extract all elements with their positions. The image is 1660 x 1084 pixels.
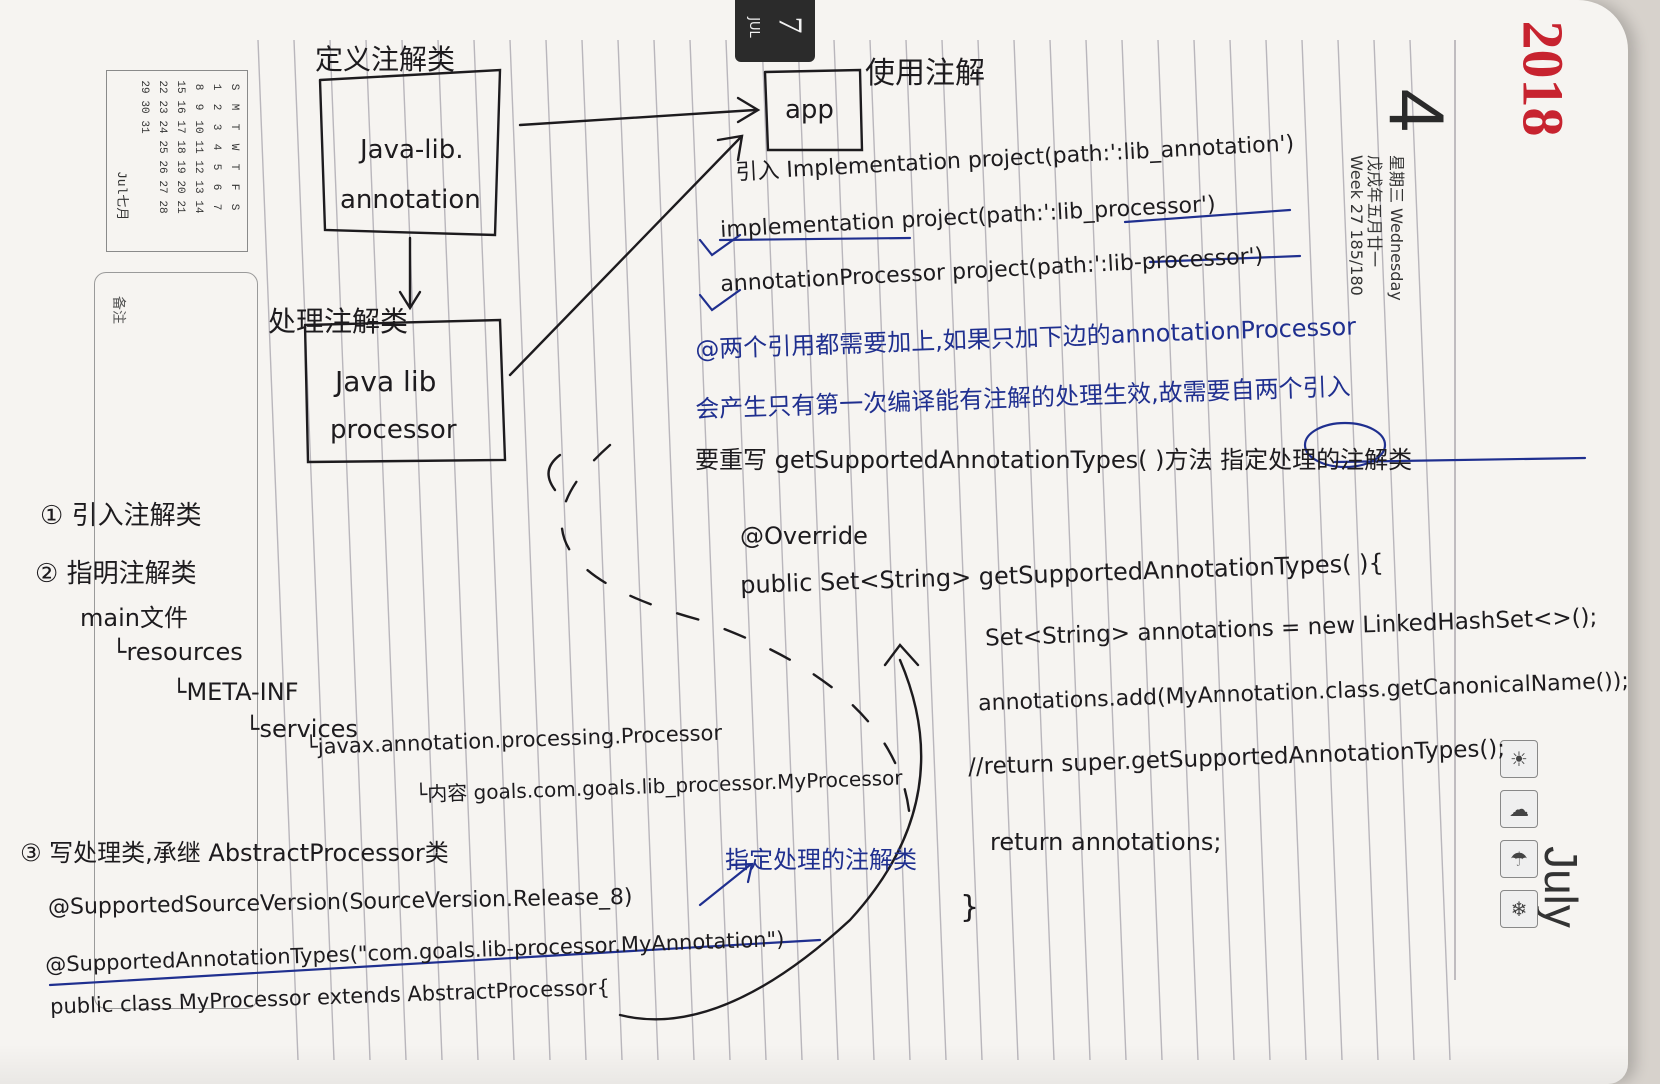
tree-meta-inf: └META-INF	[172, 678, 299, 706]
check-mark-2	[698, 288, 742, 312]
ruling-line	[545, 39, 587, 1061]
ruling-line	[905, 39, 947, 1061]
tree-resources: └resources	[112, 638, 243, 666]
box-java-lib-processor	[303, 318, 507, 464]
date-tab: 7 JUL	[735, 0, 815, 62]
step-3: ③ 写处理类,承继 AbstractProcessor类	[20, 839, 449, 867]
box-java-lib-annotation	[318, 68, 502, 237]
dashed-curve	[560, 443, 912, 822]
blue-arrow	[698, 862, 754, 907]
snow-icon: ❄	[1500, 890, 1538, 928]
ruling-line	[725, 39, 767, 1061]
ruling-line	[1085, 39, 1127, 1061]
app-box-label: app	[785, 95, 834, 125]
process-annotation-label: 处理注解类	[268, 305, 409, 338]
underline-override-note	[1333, 456, 1587, 464]
return-curve	[618, 658, 923, 1021]
ruling-line	[581, 39, 623, 1061]
check-mark-1	[698, 233, 742, 257]
ruling-line	[1301, 39, 1343, 1061]
ruling-line	[1049, 39, 1091, 1061]
ruling-line	[1157, 39, 1199, 1061]
box2-line2: processor	[330, 415, 457, 445]
ruling-line	[257, 39, 299, 1061]
ruling-line	[653, 39, 695, 1061]
ruling-line	[1337, 39, 1379, 1061]
ruling-line	[977, 39, 1019, 1061]
tree-services: └services	[245, 715, 358, 743]
underline-lib-processor-1	[1123, 208, 1292, 224]
ruling-line	[329, 39, 371, 1061]
ruling-line	[797, 39, 839, 1061]
page-edge-shadow	[0, 1044, 1628, 1084]
underline-supported-types	[48, 938, 822, 987]
ruling-line	[1013, 39, 1055, 1061]
arrow-processor-to-app	[508, 136, 742, 377]
underline-implementation	[718, 236, 912, 242]
code-close-brace: }	[960, 890, 980, 925]
underline-lib-processor-2	[1148, 254, 1302, 264]
ruling-line	[1193, 39, 1235, 1061]
ruling-line	[509, 39, 551, 1061]
ruling-line	[617, 39, 659, 1061]
ruling-line	[833, 39, 875, 1061]
ruling-line	[761, 39, 803, 1061]
blue-side-note: 指定处理的注解类	[725, 846, 917, 874]
sun-icon: ☀	[1500, 740, 1538, 778]
box2-line1: Java lib	[335, 365, 437, 398]
tree-main: main文件	[80, 604, 188, 632]
ruling-line	[437, 39, 479, 1061]
override-intro: 要重写 getSupportedAnnotationTypes( )方法 指定处…	[695, 446, 1413, 474]
code-override: @Override	[740, 522, 868, 550]
rain-icon: ☂	[1500, 840, 1538, 878]
define-annotation-label: 定义注解类	[315, 43, 456, 76]
ruling-line	[1265, 39, 1307, 1061]
ruling-line	[401, 39, 443, 1061]
use-annotation-label: 使用注解	[865, 56, 985, 91]
ruling-line	[293, 39, 335, 1061]
ruling-line	[1229, 39, 1271, 1061]
box1-line1: Java-lib.	[360, 135, 464, 165]
ruling-line	[1121, 39, 1163, 1061]
ruling-line	[869, 39, 911, 1061]
cloud-icon: ☁	[1500, 790, 1538, 828]
ruling-line	[1409, 39, 1451, 1061]
memo-box	[94, 272, 258, 1009]
circle-highlight	[1303, 421, 1387, 469]
box1-line2: annotation	[340, 185, 481, 215]
ruling-line	[1373, 39, 1415, 1061]
ruling-line	[365, 39, 407, 1061]
box-app	[763, 68, 864, 152]
step-2: ② 指明注解类	[35, 559, 197, 589]
ruling-line	[941, 39, 983, 1061]
code-return: return annotations;	[990, 828, 1222, 856]
ruling-line	[473, 39, 515, 1061]
ruling-line	[689, 39, 731, 1061]
arrow-annotation-to-app	[518, 108, 757, 127]
step-1: ① 引入注解类	[40, 501, 202, 531]
